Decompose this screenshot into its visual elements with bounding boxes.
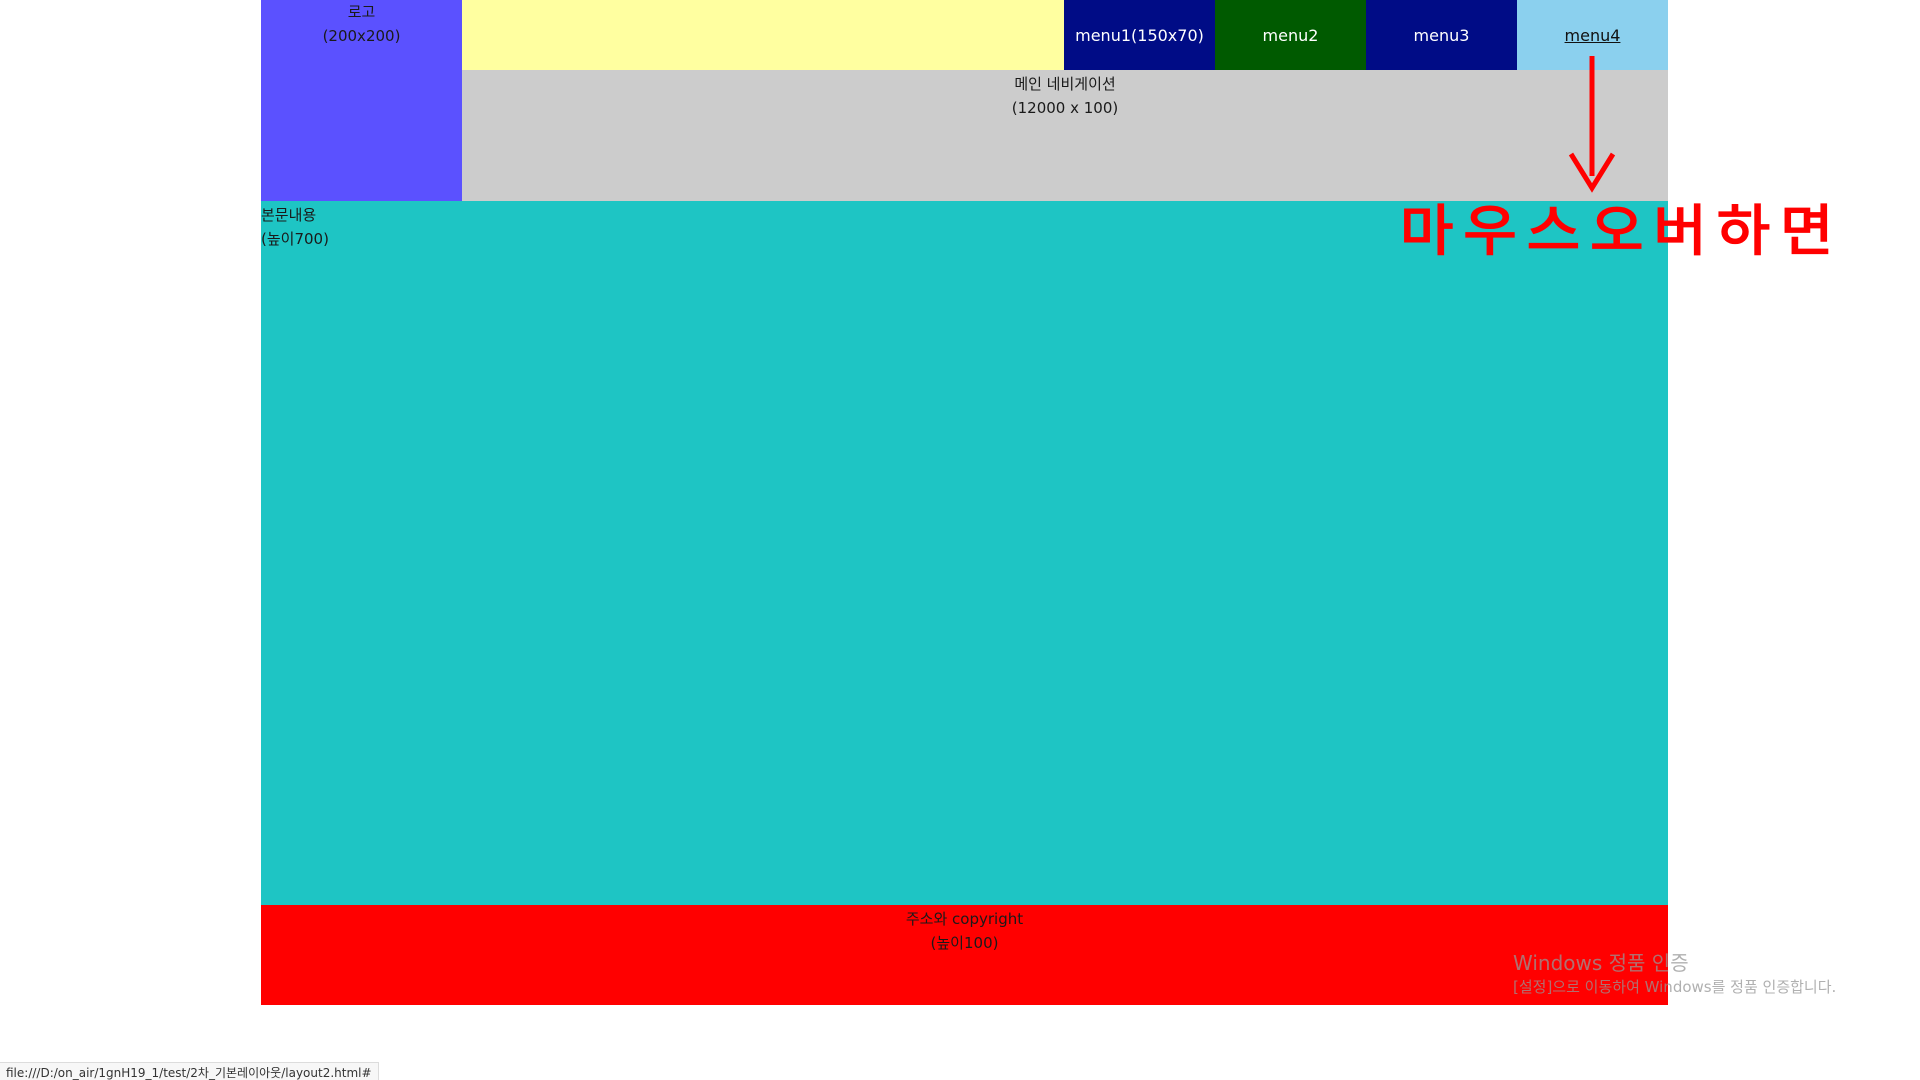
menu-item-2[interactable]: menu2	[1215, 0, 1366, 70]
content-label: 본문내용	[261, 206, 317, 224]
menu-item-1[interactable]: menu1(150x70)	[1064, 0, 1215, 70]
footer-size-label: (높이100)	[930, 934, 999, 952]
main-nav-size-label: (12000 x 100)	[1011, 99, 1119, 117]
windows-activation-watermark: Windows 정품 인증 [설정]으로 이동하여 Windows를 정품 인증…	[1513, 950, 1836, 998]
menu-item-1-label: menu1(150x70)	[1075, 25, 1204, 45]
status-url: file:///D:/on_air/1gnH19_1/test/2차_기본레이아…	[6, 1066, 372, 1080]
annotation-arrow-icon	[1568, 56, 1616, 193]
watermark-subtitle: [설정]으로 이동하여 Windows를 정품 인증합니다.	[1513, 978, 1837, 996]
menu-bar: menu1(150x70) menu2 menu3 menu4	[1064, 0, 1668, 70]
menu-item-3-label: menu3	[1413, 25, 1470, 45]
main-navigation: 메인 네비게이션 (12000 x 100)	[462, 70, 1668, 201]
logo-size-label: (200x200)	[322, 27, 401, 45]
logo-box[interactable]: 로고 (200x200)	[261, 0, 462, 201]
menu-item-2-label: menu2	[1262, 25, 1319, 45]
footer: 주소와 copyright (높이100)	[261, 905, 1668, 1005]
top-bar: menu1(150x70) menu2 menu3 menu4	[462, 0, 1668, 70]
menu-item-3[interactable]: menu3	[1366, 0, 1517, 70]
footer-label: 주소와 copyright	[905, 910, 1024, 928]
watermark-title: Windows 정품 인증	[1513, 951, 1689, 975]
main-nav-label: 메인 네비게이션	[1014, 75, 1116, 93]
annotation-text: 마우스오버하면	[1400, 198, 1844, 264]
main-content: 본문내용 (높이700)	[261, 201, 1668, 905]
browser-status-bar: file:///D:/on_air/1gnH19_1/test/2차_기본레이아…	[0, 1062, 379, 1080]
content-size-label: (높이700)	[261, 230, 329, 248]
logo-label: 로고	[347, 3, 376, 21]
menu-item-4-label: menu4	[1564, 25, 1621, 45]
